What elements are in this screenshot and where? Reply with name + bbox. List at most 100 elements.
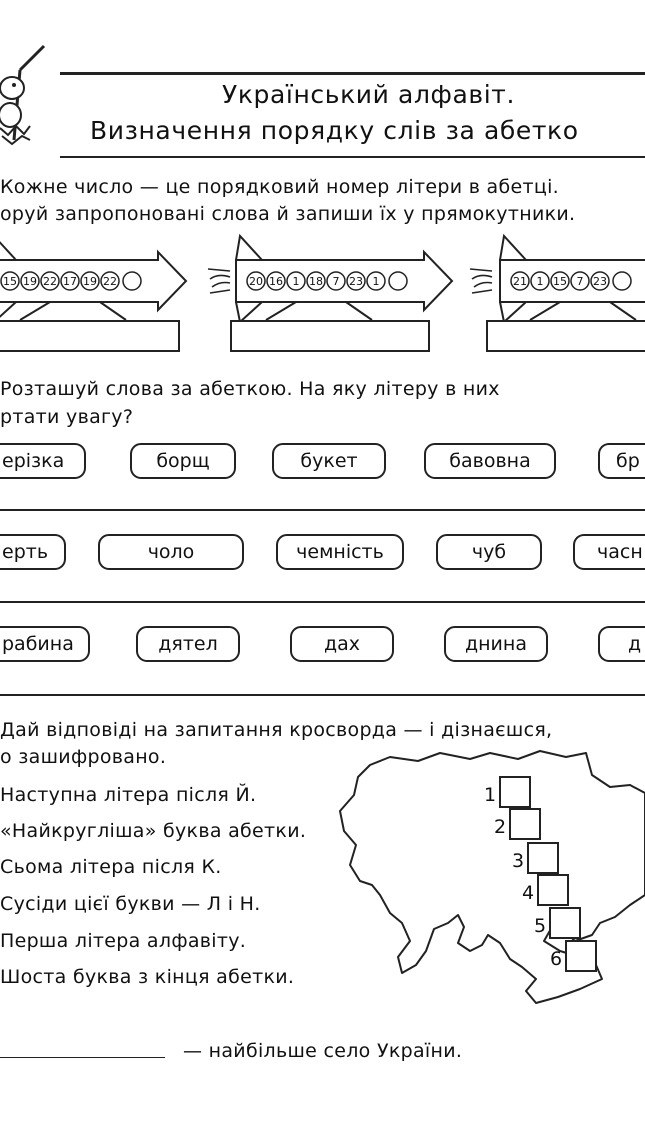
word-card[interactable]: д [598,626,645,662]
number-label: 7 [577,275,584,288]
number-circle [246,271,266,291]
word-card[interactable]: часн [573,534,645,570]
crossword-question-6: Шоста буква з кінця абетки. [0,966,295,988]
number-label: 23 [349,275,363,288]
crossword-cell [509,808,541,840]
number-circle [40,271,60,291]
empty-circle [122,271,142,291]
number-label: 21 [513,275,527,288]
rocket-exhaust [207,268,231,294]
empty-circle [612,271,632,291]
crossword-cell [527,842,559,874]
rocket-fin [0,301,17,318]
crossword-question-1: Наступна літера після Й. [0,784,257,806]
number-circle [366,271,386,291]
number-label: 15 [3,275,17,288]
number-circle [60,271,80,291]
number-circle [266,271,286,291]
number-circle [530,271,550,291]
rocket-fin [235,301,263,324]
rocket-stand [19,301,127,321]
crossword-number: 4 [522,882,534,904]
crossword-number: 3 [512,850,524,872]
word-card[interactable]: ерізка [0,443,86,479]
word-card[interactable]: букет [272,443,386,479]
word-card[interactable]: чемність [276,534,404,570]
answer-suffix: — найбільше село України. [183,1040,463,1062]
crossword-question-3: Сьома літера після К. [0,856,222,878]
rocket3-answer-box[interactable] [486,320,645,352]
rocket-fin [235,233,263,261]
number-label: 7 [333,275,340,288]
number-label: 17 [63,275,77,288]
number-circle [100,271,120,291]
rocket2-answer-box[interactable] [230,320,430,352]
number-label: 1 [373,275,380,288]
number-label: 16 [269,275,283,288]
number-label: 19 [83,275,97,288]
rocket-2: 20 16 1 18 7 23 1 [207,233,454,324]
number-label: 1 [537,275,544,288]
number-circle [80,271,100,291]
crossword-question-4: Сусіди цієї букви — Л і Н. [0,893,261,915]
task2-instruction-line2: ртати увагу? [0,406,134,428]
number-circle [346,271,366,291]
answer-line[interactable] [0,1057,165,1058]
number-circle [0,271,20,291]
crossword-number: 1 [484,784,496,806]
word-card[interactable]: чуб [436,534,542,570]
mascot-illustration [0,44,46,146]
task2-instruction-line1: Розташуй слова за абеткою. На яку літеру… [0,378,500,400]
task3-instruction-line1: Дай відповіді на запитання кросворда — і… [0,719,553,741]
crossword-cell [565,940,597,972]
word-card[interactable]: рабина [0,626,90,662]
number-label: 22 [43,275,57,288]
rocket-fin [499,233,527,261]
number-label: 20 [249,275,263,288]
number-circle [306,271,326,291]
word-card[interactable]: борщ [130,443,236,479]
crossword-cell [499,776,531,808]
page-title-line1: Український алфавіт. [222,80,516,109]
word-card[interactable]: бр [598,443,645,479]
crossword-cell [537,874,569,906]
rocket-fin [499,301,527,324]
number-label: 1 [293,275,300,288]
number-circle [550,271,570,291]
crossword-number: 5 [534,915,546,937]
rocket-1: 15 19 22 17 19 22 [0,241,188,321]
word-card[interactable]: днина [444,626,548,662]
number-circle [590,271,610,291]
word-card[interactable]: дятел [136,626,240,662]
crossword-number: 6 [550,948,562,970]
number-circle [326,271,346,291]
number-circle [20,271,40,291]
rocket-stand [529,301,637,321]
crossword-cell [549,907,581,939]
word-card[interactable]: дах [290,626,394,662]
crossword-number: 2 [494,816,506,838]
empty-circle [388,271,408,291]
ukraine-map-crossword: 1 23 456 [339,750,645,1004]
ukraine-map-outline [339,750,645,1004]
task3-instruction-line2: о зашифровано. [0,746,167,768]
word-card[interactable]: бавовна [424,443,556,479]
page-title-line2: Визначення порядку слів за абетко [90,116,579,145]
crossword-question-2: «Найкругліша» буква абетки. [0,820,307,842]
word-card[interactable]: чоло [98,534,244,570]
rocket1-answer-box[interactable] [0,320,180,352]
number-label: 15 [553,275,567,288]
number-label: 18 [309,275,323,288]
rocket-stand [265,301,373,321]
number-circle [510,271,530,291]
rocket-exhaust [469,268,493,294]
word-card[interactable]: ерть [0,534,66,570]
number-circle [570,271,590,291]
task1-instruction-line2: оруй запропоновані слова й запиши їх у п… [0,203,576,225]
number-label: 22 [103,275,117,288]
number-label: 19 [23,275,37,288]
task1-instruction-line1: Кожне число — це порядковий номер літери… [0,176,560,198]
crossword-question-5: Перша літера алфавіту. [0,930,247,952]
